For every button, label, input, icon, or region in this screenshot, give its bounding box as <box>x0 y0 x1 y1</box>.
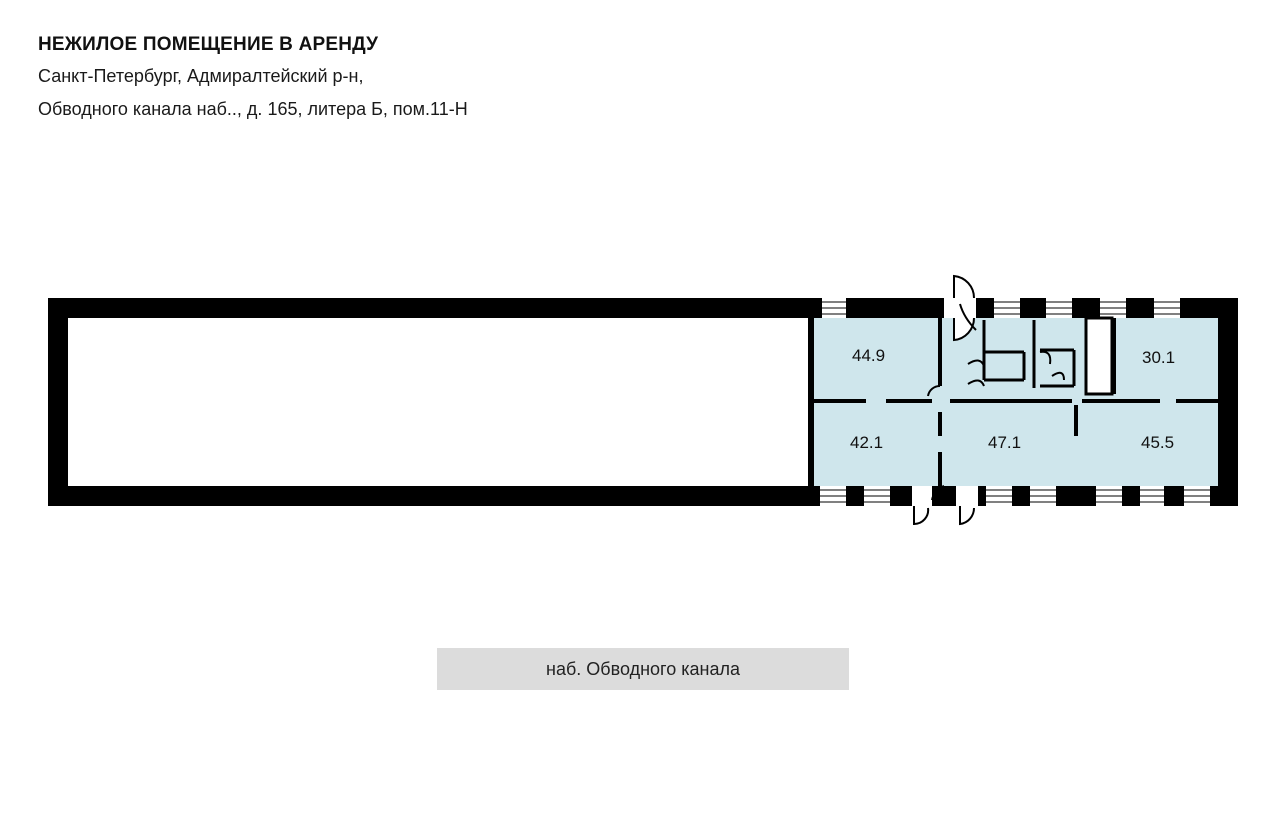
window <box>1096 486 1122 506</box>
page-title: НЕЖИЛОЕ ПОМЕЩЕНИЕ В АРЕНДУ <box>38 34 379 55</box>
window <box>864 486 890 506</box>
bottom-entrance-gap-1 <box>912 486 932 506</box>
room-label-45-5: 45.5 <box>1141 433 1174 452</box>
outer-walls <box>48 298 1238 506</box>
door-swings <box>913 274 1065 526</box>
address-line-1: Санкт-Петербург, Адмиралтейский р-н, <box>38 66 364 86</box>
room-label-30-1: 30.1 <box>1142 348 1175 367</box>
window <box>1030 486 1056 506</box>
room-label-47-1: 47.1 <box>988 433 1021 452</box>
window <box>820 486 846 506</box>
room-label-44-9: 44.9 <box>852 346 885 365</box>
window <box>986 486 1012 506</box>
window <box>1046 298 1072 318</box>
address-line-2: Обводного канала наб.., д. 165, литера Б… <box>38 99 468 119</box>
window <box>1154 298 1180 318</box>
header: НЕЖИЛОЕ ПОМЕЩЕНИЕ В АРЕНДУ Санкт-Петербу… <box>38 30 468 126</box>
window <box>994 298 1020 318</box>
bottom-entrance-gap-2 <box>956 486 978 506</box>
window <box>1100 298 1126 318</box>
window <box>822 298 846 318</box>
street-label: наб. Обводного канала <box>437 648 849 690</box>
windows-top <box>822 298 1180 318</box>
window <box>1140 486 1164 506</box>
top-entrance-gap <box>944 298 976 318</box>
interior-walls <box>812 316 1218 486</box>
windows-bottom <box>820 486 1210 506</box>
window <box>1184 486 1210 506</box>
room-label-42-1: 42.1 <box>850 433 883 452</box>
